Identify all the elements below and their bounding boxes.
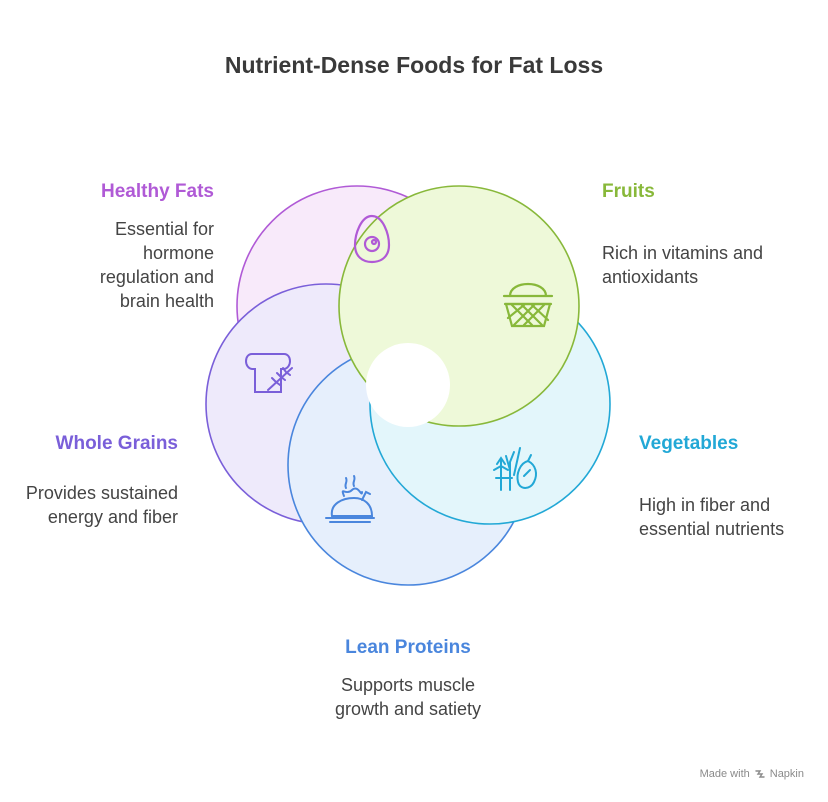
label-healthy-fats: Healthy Fats — [101, 181, 214, 202]
desc-fruits: Rich in vitamins and antioxidants — [602, 243, 764, 287]
vegetables-icon — [493, 447, 537, 491]
desc-healthy-fats: Essential for hormone regulation and bra… — [99, 219, 214, 311]
bread-wheat-icon — [245, 353, 293, 393]
egg-icon — [353, 214, 391, 264]
desc-lean-proteins: Supports muscle growth and satiety — [334, 675, 482, 719]
label-lean-proteins: Lean Proteins — [345, 637, 471, 658]
label-whole-grains: Whole Grains — [55, 433, 178, 454]
label-fruits: Fruits — [602, 181, 655, 202]
fruit-basket-icon — [502, 283, 554, 328]
roast-chicken-icon — [325, 475, 375, 523]
diagram-title: Nutrient-Dense Foods for Fat Loss — [224, 52, 604, 78]
napkin-logo-icon — [755, 770, 765, 778]
desc-whole-grains: Provides sustained energy and fiber — [25, 483, 178, 527]
desc-vegetables: High in fiber and essential nutrients — [639, 495, 785, 539]
made-with-text: Made with — [699, 768, 750, 780]
napkin-brand: Napkin — [769, 768, 804, 780]
napkin-footer[interactable]: Made with Napkin — [700, 768, 804, 780]
center-hole — [366, 343, 450, 427]
label-vegetables: Vegetables — [639, 433, 739, 454]
